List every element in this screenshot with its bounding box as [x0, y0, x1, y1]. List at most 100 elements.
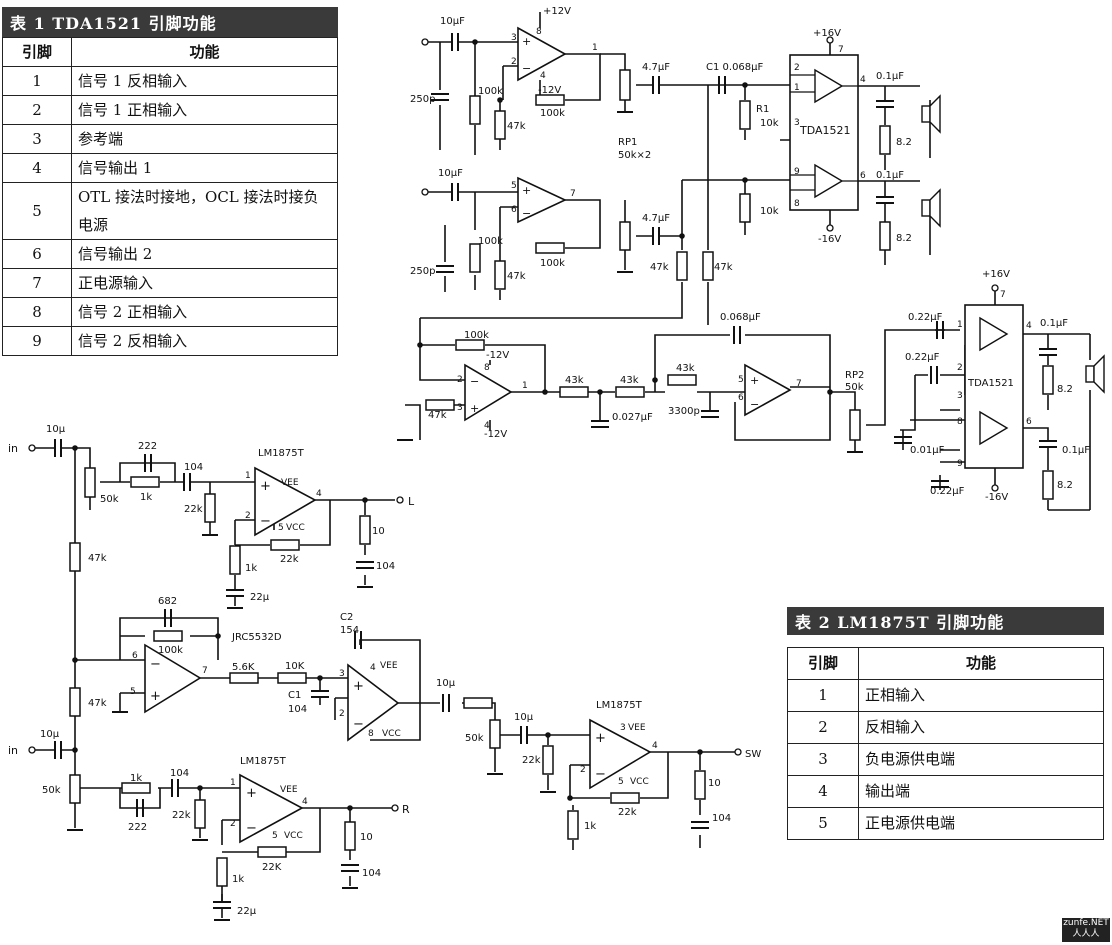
- rp1-value: 50k×2: [618, 150, 651, 161]
- jrc-a-minus: −: [150, 657, 161, 672]
- volume-pot-rp1: 4.7μF 4.7μF RP1 50k×2: [600, 53, 790, 273]
- res-1k-b-label: 1k: [130, 773, 142, 784]
- lm-b-vee: VEE: [280, 785, 298, 795]
- op-b-pin7: 7: [570, 189, 576, 199]
- input-in2-label: in: [8, 744, 18, 757]
- cap-c1-label: C1 0.068μF: [706, 62, 764, 73]
- jrc-pin5: 5: [130, 687, 136, 697]
- tda-top-amp2: [814, 163, 844, 199]
- table2-col-pin: 引脚: [787, 647, 859, 680]
- res-47k-2: [69, 687, 81, 717]
- rp1-label: RP1: [618, 137, 637, 148]
- tda-sub-pin2: 2: [957, 363, 963, 373]
- tda-top-pin2: 2: [794, 63, 800, 73]
- res-5k6: [229, 672, 259, 684]
- tda-top-vplus: +16V: [813, 28, 841, 39]
- lm-b-pin4: 4: [302, 797, 308, 807]
- res-22k-a-label: 22k: [184, 504, 203, 515]
- cap-001-label: 0.01μF: [910, 445, 945, 456]
- rp2-label: RP2: [845, 370, 864, 381]
- lm-c-plus: +: [595, 731, 606, 746]
- subwoofer-filter-stage: 100k − + -12V -12V 8 2 3 1 4 47k 43k 43k…: [396, 312, 960, 453]
- res-10k-label: 10k: [760, 206, 779, 217]
- res-small-sw: [463, 697, 493, 709]
- cap-3300p-label: 3300p: [668, 406, 700, 417]
- cap-c1-bottom: [310, 690, 330, 698]
- opamp-mid2-plus: +: [750, 374, 759, 387]
- lm-a-vee: VEE: [281, 478, 299, 488]
- opamp-b-plus: +: [522, 184, 531, 197]
- jrc5532-mix-stage: 682 100k − + JRC5532D 6 5 7 5.6K 10K C1 …: [75, 596, 515, 775]
- func-cell: 信号 1 正相输入: [71, 95, 338, 125]
- lm-c-vee: VEE: [628, 723, 646, 733]
- func-cell: 负电源供电端: [858, 743, 1104, 776]
- jrc5532-a: [144, 643, 202, 714]
- cap-0027: [590, 420, 610, 428]
- lm1875-a-label: LM1875T: [258, 448, 305, 459]
- res-47k-a: [494, 110, 506, 140]
- opamp-b-minus: −: [522, 207, 531, 220]
- table1-title: 表 1 TDA1521 引脚功能: [2, 7, 338, 37]
- cap-in-b-label: 10μF: [438, 168, 463, 179]
- out-cap-sub1: [1038, 348, 1058, 356]
- func-cell: 信号 2 反相输入: [71, 326, 338, 356]
- rp1-lower: [619, 221, 631, 251]
- res-100k-mid: [455, 339, 485, 351]
- output-terminal-sw: [734, 748, 742, 756]
- node-m4: [652, 377, 658, 383]
- mid-op-pin1: 1: [522, 381, 528, 391]
- out-cap-sub2: [1038, 440, 1058, 448]
- cap-in-a: [451, 32, 459, 52]
- res-100k-jrc: [153, 630, 183, 642]
- jrc-b-minus: −: [353, 717, 364, 732]
- jrc-pin3: 3: [339, 669, 345, 679]
- res-100k-a-label: 100k: [478, 86, 503, 97]
- cap-104-outc: [690, 821, 710, 829]
- preamp-stage-a: 10μF 250p 100k + − 100k 47k +12V -12V 8 …: [410, 6, 601, 155]
- cap-104-outb: [340, 864, 360, 872]
- tda-top-amp1: [814, 68, 844, 104]
- res-100k-a: [469, 95, 481, 125]
- res-47k-b-label: 47k: [507, 271, 526, 282]
- res-100k-b: [469, 243, 481, 273]
- cap-682-label: 682: [158, 596, 177, 607]
- lm1875-c-label: LM1875T: [596, 700, 643, 711]
- res-100k-jrc-label: 100k: [158, 645, 183, 656]
- res-47k-y-label: 47k: [714, 262, 733, 273]
- node-m1: [417, 342, 423, 348]
- res-10-a: [359, 515, 371, 545]
- func-cell: 参考端: [71, 124, 338, 154]
- cap-104-outa: [355, 561, 375, 569]
- vplus-a: +12V: [543, 6, 571, 17]
- lm-a-pin2: 2: [245, 511, 251, 521]
- res-10k-jrc-label: 10K: [285, 661, 305, 672]
- cap-4u7-b: [652, 226, 660, 246]
- res-47k-2-label: 47k: [88, 698, 107, 709]
- lm-c-pin5: 5: [618, 777, 624, 787]
- res-100k-fb-b-label: 100k: [540, 258, 565, 269]
- cap-022-a-label: 0.22μF: [908, 312, 943, 323]
- tda-top-pin6: 6: [860, 171, 866, 181]
- res-47k-mid-label: 47k: [428, 410, 447, 421]
- cap-4u7-b-label: 4.7μF: [642, 213, 670, 224]
- pin-cell: 7: [2, 268, 72, 298]
- node-t2: [742, 177, 748, 183]
- res-10k: [739, 193, 751, 223]
- cap-in-b3-label: 10μ: [436, 678, 456, 689]
- res-43k-1-label: 43k: [565, 375, 584, 386]
- tda-sub-pin6: 6: [1026, 417, 1032, 427]
- res-1k-b: [121, 782, 151, 794]
- out-r-label: R: [402, 803, 410, 816]
- jrc-label: JRC5532D: [231, 632, 282, 643]
- node-a1: [472, 39, 478, 45]
- cap-104-outc-label: 104: [712, 813, 731, 824]
- out-l-label: L: [408, 495, 415, 508]
- jrc-pin8: 8: [368, 729, 374, 739]
- cap-104-b: [171, 778, 179, 798]
- res-22k-c: [542, 745, 554, 775]
- lm1875-b-label: LM1875T: [240, 756, 287, 767]
- pin-cell: 8: [2, 297, 72, 327]
- cap-104-outb-label: 104: [362, 868, 381, 879]
- vminus-a: -12V: [538, 85, 561, 96]
